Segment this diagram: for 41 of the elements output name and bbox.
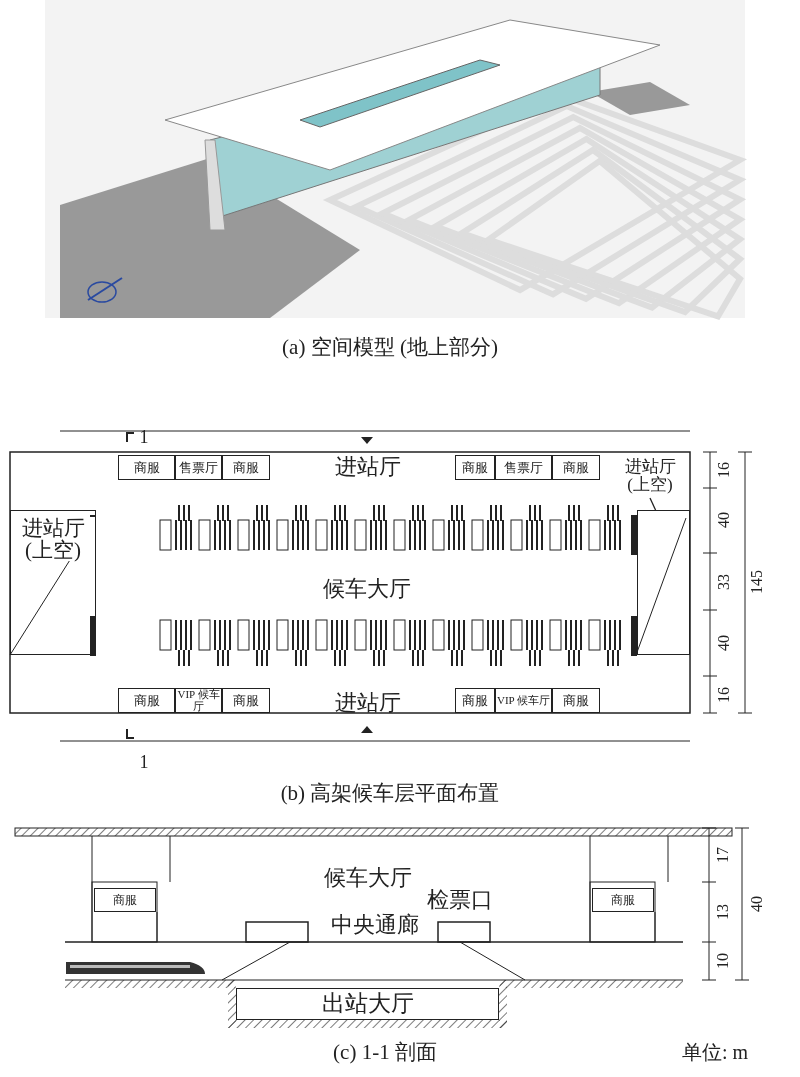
shop-box: 商服	[455, 688, 495, 713]
shop-box: 商服	[455, 455, 495, 480]
room-label: 候车大厅	[324, 867, 412, 889]
dimension-value: 145	[749, 570, 765, 594]
figure-caption: (b) 高架候车层平面布置	[280, 782, 500, 804]
shop-box: 商服	[592, 888, 654, 912]
room-label: 中央通廊	[331, 914, 419, 936]
room-label: 进站厅 (上空)	[612, 454, 688, 498]
dimension-value: 16	[716, 462, 732, 478]
room-label: 检票口	[427, 889, 493, 911]
figure-caption: (c) 1-1 剖面	[333, 1041, 437, 1063]
dimension-value: 17	[715, 847, 731, 863]
dimension-value: 40	[716, 512, 732, 528]
shop-box: 商服	[552, 688, 600, 713]
section-mark: 1	[139, 428, 149, 446]
shop-box: 商服	[222, 455, 270, 480]
shop-box: 商服	[118, 455, 175, 480]
shop-box: 商服	[222, 688, 270, 713]
room-label: 候车大厅	[323, 578, 411, 600]
dimension-value: 40	[749, 896, 765, 912]
void-area-box: 进站厅 (上空)	[10, 510, 96, 655]
ticket-hall-box: 售票厅	[495, 455, 552, 480]
shop-box: 商服	[94, 888, 156, 912]
vip-lounge-box: VIP 候车厅	[495, 688, 552, 713]
dimension-value: 40	[716, 635, 732, 651]
vip-lounge-box: VIP 候车厅	[175, 688, 222, 713]
exit-hall-box: 出站大厅	[236, 988, 499, 1020]
leader-line	[649, 497, 657, 511]
dimension-value: 16	[716, 687, 732, 703]
room-label: 进站厅	[335, 692, 401, 714]
ticket-hall-box: 售票厅	[175, 455, 222, 480]
room-label: 进站厅	[335, 456, 401, 478]
shop-box: 商服	[552, 455, 600, 480]
section-mark: 1	[139, 753, 149, 771]
void-area-box	[637, 510, 690, 655]
unit-note: 单位: m	[681, 1042, 749, 1062]
shop-box: 商服	[118, 688, 175, 713]
figure-caption: (a) 空间模型 (地上部分)	[282, 336, 498, 358]
dimension-value: 13	[715, 904, 731, 920]
dimension-value: 10	[715, 953, 731, 969]
dimension-value: 33	[716, 574, 732, 590]
